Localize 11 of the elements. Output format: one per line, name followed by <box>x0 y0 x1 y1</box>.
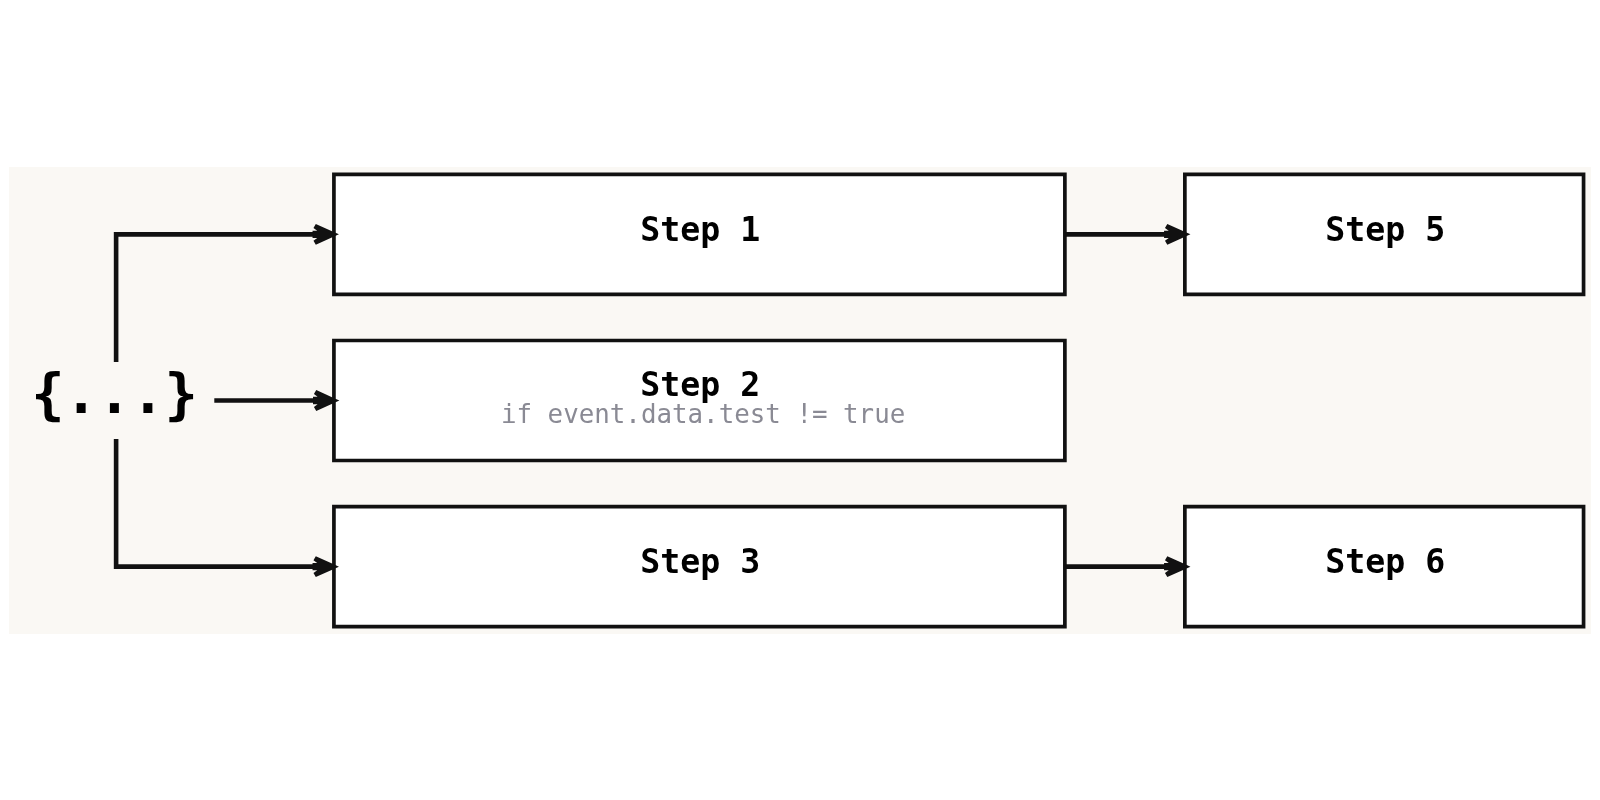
arrow <box>1065 223 1188 245</box>
node-box: Step 2 if event.data.test != true <box>332 338 1067 462</box>
arrow <box>214 389 337 411</box>
arrow <box>113 223 336 362</box>
arrow <box>113 438 336 577</box>
node-box: Step 5 <box>1183 172 1586 296</box>
arrow <box>1065 555 1188 577</box>
node-box: Step 1 <box>332 172 1067 296</box>
node-box: Step 6 <box>1183 504 1586 628</box>
node-text: {...} <box>31 361 198 425</box>
node-box: Step 3 <box>332 504 1067 628</box>
